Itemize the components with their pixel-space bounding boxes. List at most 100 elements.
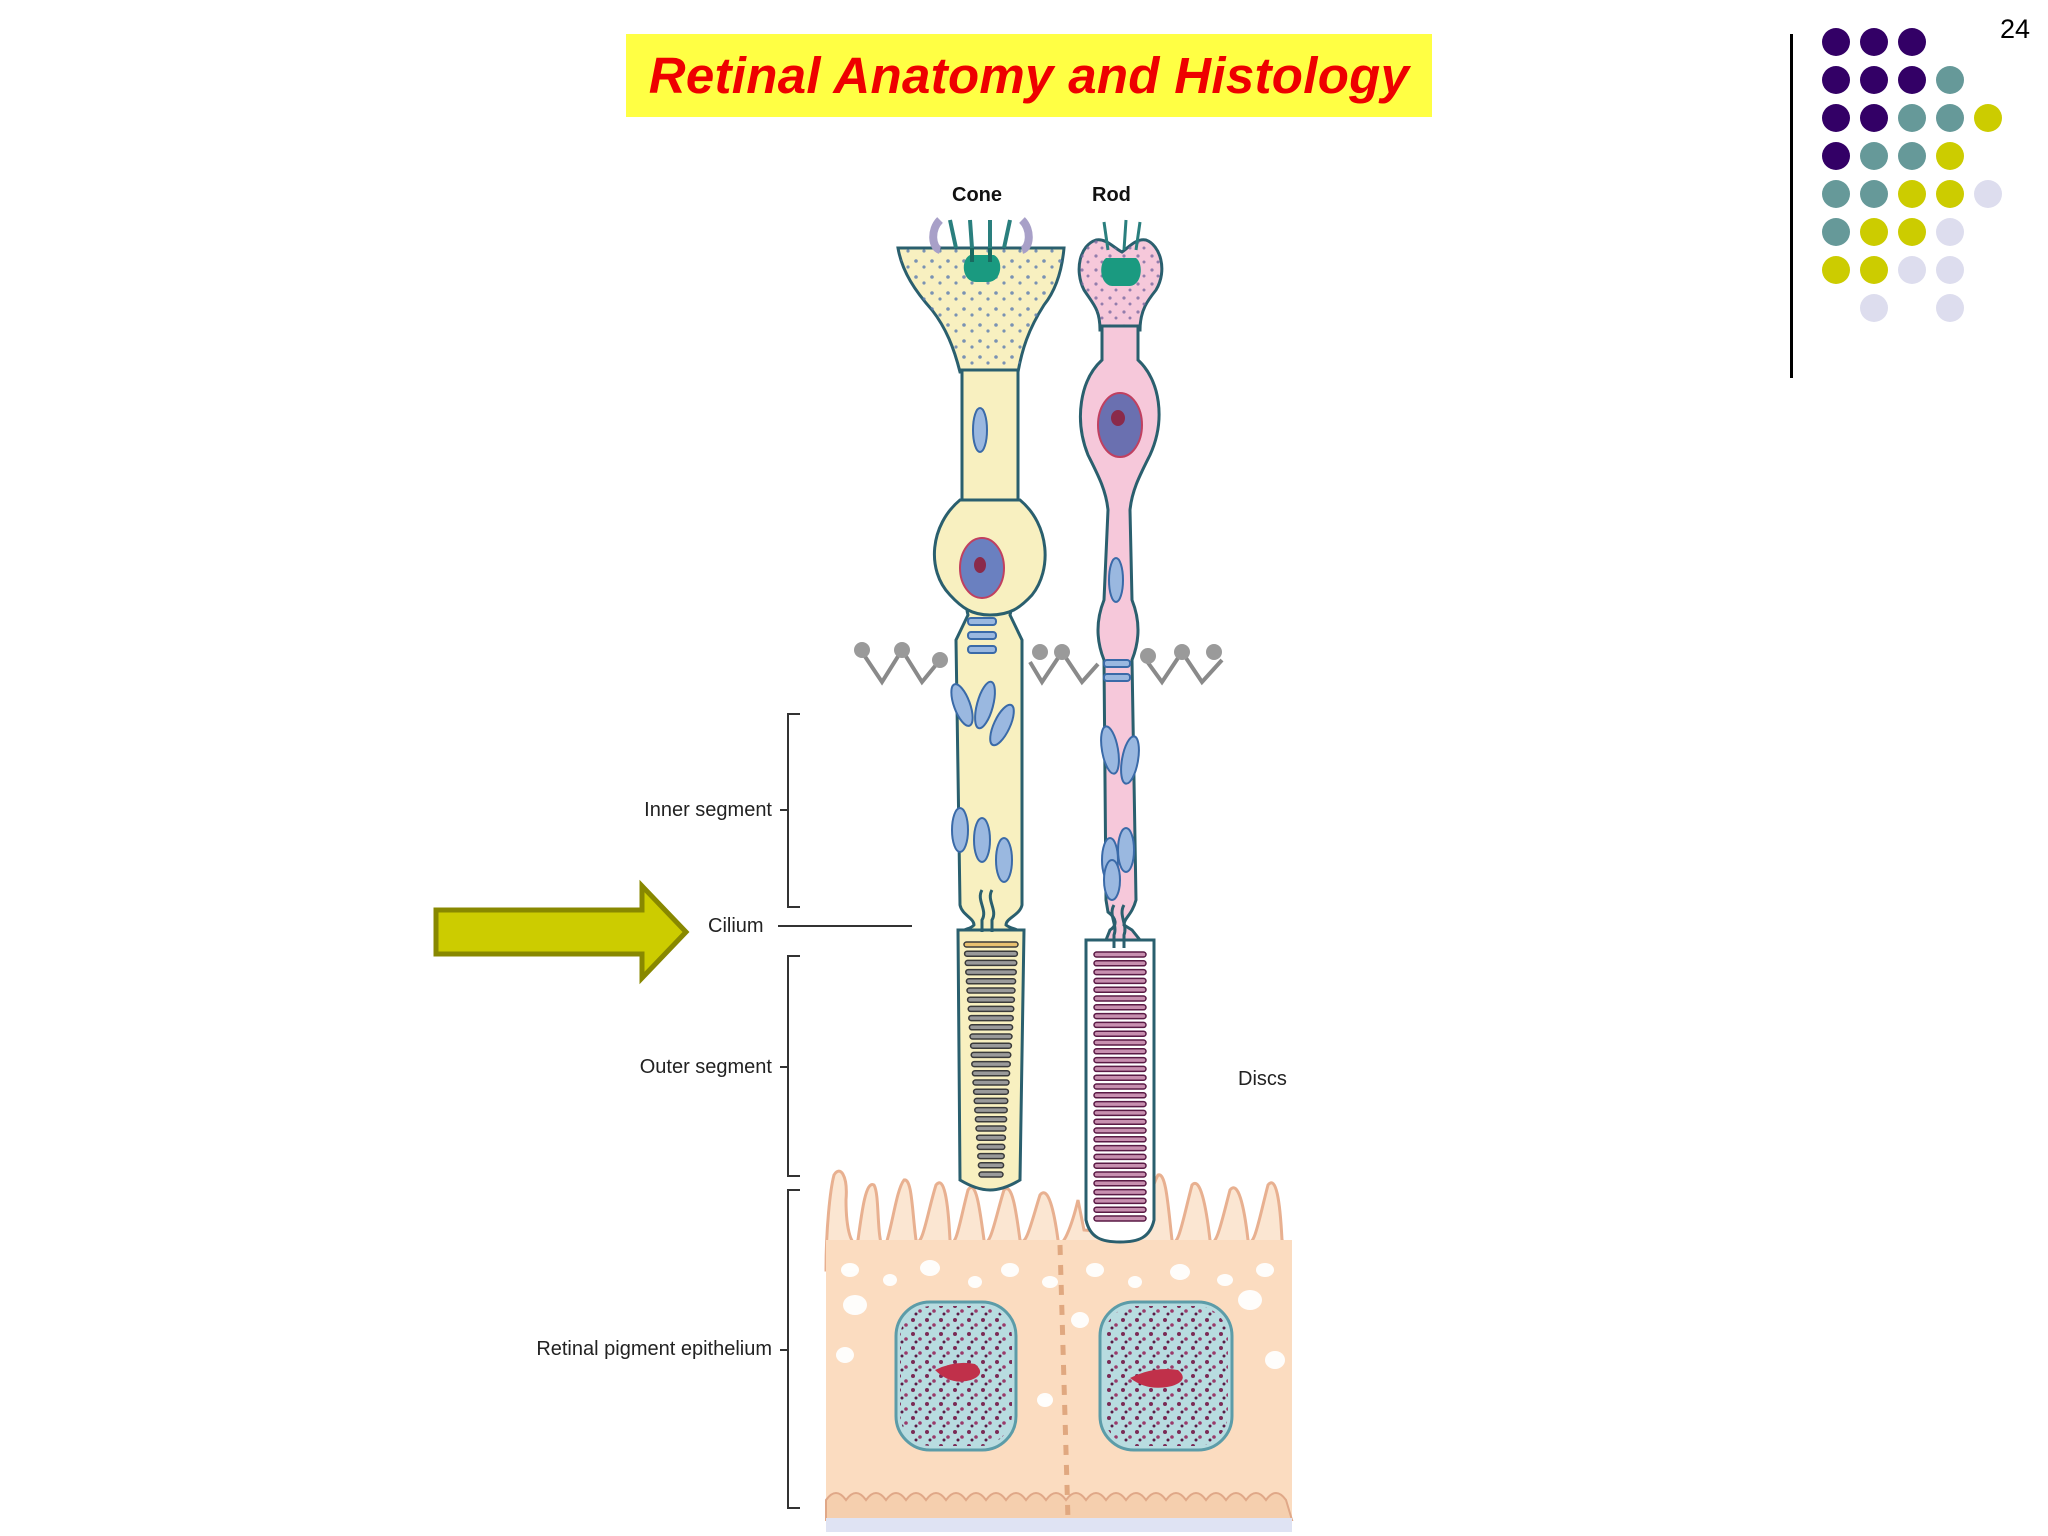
cone-disc: [975, 1134, 1007, 1141]
pointer-arrow: [433, 879, 690, 985]
rod-disc: [1093, 977, 1147, 985]
rod-disc: [1093, 1039, 1147, 1046]
rod-disc: [1093, 1118, 1147, 1125]
rod-disc: [1093, 1109, 1147, 1117]
rpe-nucleus-right: [1098, 1300, 1234, 1452]
decor-dot: [1936, 218, 1964, 246]
decor-dot: [1822, 256, 1850, 284]
rod-disc: [1093, 1030, 1147, 1037]
cone-disc: [965, 968, 1017, 976]
decor-dot: [1936, 256, 1964, 284]
cone-disc: [973, 1097, 1009, 1105]
cone-disc: [974, 1116, 1008, 1123]
rod-outer-segment: [1084, 938, 1156, 1244]
rod-disc: [1093, 1004, 1147, 1011]
cone-disc: [972, 1079, 1010, 1086]
decor-divider-line: [1790, 34, 1793, 378]
decor-dot: [1860, 180, 1888, 208]
olm-junction-nodes: [854, 642, 1222, 668]
decor-dot: [1822, 28, 1850, 56]
decor-dot: [1898, 256, 1926, 284]
cone-disc: [964, 959, 1018, 967]
rpe-vacuoles: [836, 1260, 1285, 1407]
rod-disc: [1093, 1083, 1147, 1090]
title-banner: Retinal Anatomy and Histology: [626, 34, 1432, 117]
outer-segment-label: Outer segment: [639, 1056, 772, 1078]
cone-disc: [966, 996, 1016, 1003]
bracket-outer-segment: [780, 955, 800, 1177]
cone-disc: [974, 1106, 1008, 1114]
decor-dot: [1860, 294, 1888, 322]
cone-disc: [972, 1088, 1010, 1095]
decor-dot: [1860, 256, 1888, 284]
discs-label: Discs: [1238, 1068, 1287, 1090]
decor-dot: [1898, 218, 1926, 246]
rod-disc: [1093, 1144, 1147, 1152]
decor-dot: [1860, 28, 1888, 56]
rod-disc: [1093, 968, 1147, 976]
rod-disc: [1093, 951, 1147, 958]
label-brackets: [778, 713, 912, 1509]
cone-discs: [963, 941, 1019, 1178]
cone-disc: [967, 1005, 1015, 1013]
rod-disc: [1093, 1012, 1147, 1020]
decor-dot: [1860, 104, 1888, 132]
cone-disc: [969, 1042, 1013, 1049]
decor-dot: [1822, 66, 1850, 94]
cone-disc: [963, 941, 1019, 948]
rod-disc: [1093, 986, 1147, 993]
cone-mitochondria: [950, 407, 1015, 883]
rod-mitochondria: [1100, 557, 1140, 901]
rpe-cell-boundary: [1057, 1244, 1071, 1521]
decor-dot: [1936, 66, 1964, 94]
rod-dendrites: [1102, 219, 1142, 251]
decor-dot: [1898, 142, 1926, 170]
rod-cilium: [1110, 904, 1127, 948]
rod-disc: [1093, 1048, 1147, 1055]
cone-disc: [968, 1014, 1014, 1022]
cone-outer-segment: [956, 928, 1026, 1192]
decor-dot: [1898, 66, 1926, 94]
rod-disc: [1093, 995, 1147, 1002]
rod-disc: [1093, 1153, 1147, 1161]
rod-disc: [1093, 1180, 1147, 1187]
decor-dot: [1898, 28, 1926, 56]
rod-cell: [1077, 219, 1164, 1244]
cone-cell: [896, 217, 1066, 1192]
decor-dot: [1974, 104, 2002, 132]
rod-disc: [1093, 1215, 1147, 1222]
decor-dot: [1860, 218, 1888, 246]
cone-disc: [968, 1024, 1014, 1031]
rod-disc: [1093, 1065, 1147, 1073]
cone-disc: [978, 1171, 1004, 1178]
rod-disc: [1093, 1021, 1147, 1029]
rod-disc: [1093, 1127, 1147, 1134]
inner-segment-label: Inner segment: [644, 799, 772, 821]
rod-disc: [1093, 1197, 1147, 1205]
slide-title: Retinal Anatomy and Histology: [648, 47, 1410, 104]
cone-disc: [965, 978, 1017, 985]
cone-disc: [977, 1162, 1005, 1169]
rod-discs: [1093, 951, 1147, 1222]
bracket-rpe: [780, 1189, 800, 1509]
decor-dot: [1860, 142, 1888, 170]
rod-disc: [1093, 1162, 1147, 1169]
bracket-inner-segment: [780, 713, 800, 908]
cone-disc: [971, 1070, 1011, 1077]
decor-dot: [1898, 180, 1926, 208]
rod-disc: [1093, 1056, 1147, 1064]
decor-dot-grid: [1820, 26, 2040, 336]
decor-dot: [1936, 180, 1964, 208]
cone-disc: [976, 1143, 1006, 1151]
rpe-nucleus-left: [894, 1300, 1018, 1452]
cone-label: Cone: [952, 184, 1002, 206]
rod-disc: [1093, 960, 1147, 967]
rod-disc: [1093, 1092, 1147, 1099]
decor-dot: [1936, 294, 1964, 322]
decor-dot: [1936, 104, 1964, 132]
rpe-basal-border: [825, 1492, 1294, 1521]
decor-dot: [1822, 218, 1850, 246]
decor-dot: [1860, 66, 1888, 94]
